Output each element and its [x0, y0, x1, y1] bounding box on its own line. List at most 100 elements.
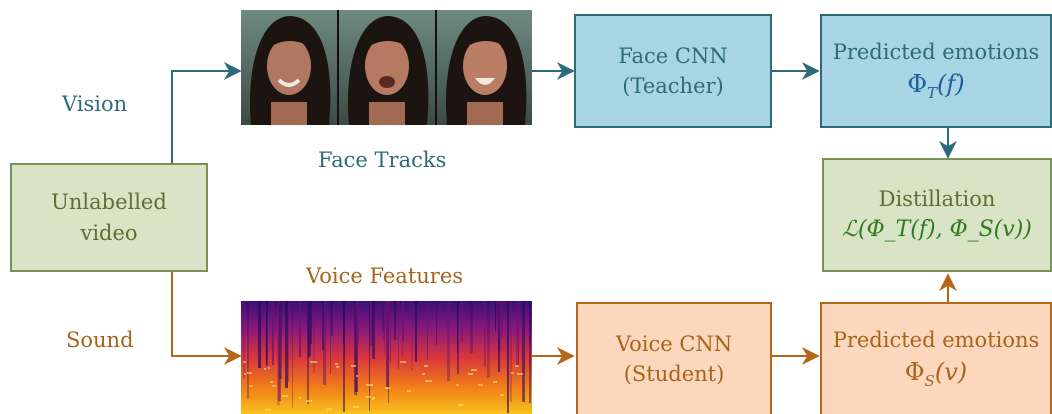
spectrogram-speckle	[335, 363, 338, 365]
spectrogram-striation	[529, 301, 531, 343]
spectrogram-striation	[356, 301, 359, 345]
spectrogram-striation	[415, 301, 417, 362]
spectrogram-striation	[258, 301, 261, 368]
spectrogram-speckle	[327, 408, 332, 410]
phi-symbol: Φ	[904, 358, 925, 387]
spectrogram-striation	[308, 301, 311, 356]
spectrogram-speckle	[515, 365, 519, 367]
spectrogram-speckle	[264, 368, 266, 370]
spectrogram-striation	[461, 301, 463, 342]
vision-arrow	[171, 62, 242, 163]
spectrogram-striation	[370, 301, 373, 346]
spectrogram-striation	[279, 301, 282, 379]
spectrogram-speckle	[407, 390, 411, 392]
spectrogram-striation	[322, 301, 324, 350]
spectrogram-striation	[285, 301, 288, 388]
spectrogram-speckle	[356, 375, 358, 377]
spectrogram-speckle	[500, 394, 504, 396]
spectrogram-striation	[498, 301, 500, 372]
student-prediction-formula: ΦS(v)	[905, 355, 967, 393]
teacher-line2: (Teacher)	[622, 74, 724, 98]
sound-arrow	[171, 272, 242, 365]
spectrogram-striation	[372, 301, 375, 359]
input-line1: Unlabelled	[51, 190, 167, 215]
spectrogram-speckle	[272, 385, 276, 387]
spectrogram-striation	[278, 301, 281, 401]
face-track-frames-icon	[241, 10, 532, 125]
spectrogram-striation	[272, 301, 274, 365]
spectrogram-striation	[457, 301, 458, 353]
student-prediction-box: Predicted emotions ΦS(v)	[820, 302, 1052, 414]
input-line2: video	[80, 220, 138, 245]
student-line2: (Student)	[623, 362, 725, 386]
teacher-prediction-formula: ΦT(f)	[907, 67, 964, 105]
phi-symbol: Φ	[907, 70, 928, 99]
spectrogram-striation	[501, 301, 503, 338]
spectrogram-speckle	[243, 361, 246, 363]
phi-subscript: S	[924, 372, 935, 391]
spectrogram-striation	[307, 301, 309, 404]
spectrogram-speckle	[336, 366, 339, 368]
spectrogram-striation	[394, 301, 396, 340]
spectrogram-speckle	[282, 395, 288, 397]
vision-label: Vision	[62, 92, 128, 116]
voice-cnn-student-box: Voice CNN (Student)	[576, 302, 772, 414]
spectrogram-striation	[243, 301, 245, 379]
phi-subscript: T	[927, 84, 938, 103]
spectrogram-striation	[247, 301, 249, 399]
face-cnn-teacher-box: Face CNN (Teacher)	[574, 14, 772, 128]
spectrogram-striation	[522, 301, 525, 402]
spectrogram-striation	[267, 301, 268, 365]
spectrogram-striation	[383, 301, 385, 340]
spectrogram-striation	[271, 301, 273, 349]
spectrogram-striation	[384, 301, 385, 354]
spectrogram-speckle	[471, 369, 477, 371]
spectrogram-speckle	[517, 373, 523, 375]
teacher-line1: Face CNN	[618, 43, 728, 68]
spectrogram-striation	[470, 301, 473, 353]
voice-features-caption: Voice Features	[306, 264, 464, 288]
spectrogram-speckle	[299, 397, 301, 399]
spectrogram-speckle	[511, 372, 514, 374]
spectrogram-speckle	[353, 406, 359, 408]
spectrogram-speckle	[400, 361, 406, 363]
spectrogram-striation	[495, 301, 496, 331]
teacher-prediction-label: Predicted emotions	[832, 40, 1040, 64]
spectrogram-striation	[457, 301, 459, 374]
spectrogram-striation	[299, 301, 301, 357]
phi-argument: (f)	[937, 70, 965, 99]
spectrogram-striation	[487, 301, 490, 378]
spectrogram-speckle	[372, 397, 375, 399]
spectrogram-speckle	[268, 367, 270, 369]
spectrogram-striation	[516, 301, 519, 365]
spectrogram-speckle	[249, 385, 253, 387]
phi-argument: (v)	[934, 358, 968, 387]
spectrogram-speckle	[422, 373, 425, 375]
spectrogram-speckle	[244, 373, 246, 375]
student-line1: Voice CNN	[615, 331, 733, 356]
spectrogram-striation	[369, 301, 370, 411]
spectrogram-speckle	[265, 409, 271, 411]
distillation-formula: ℒ(Φ_T(f), Φ_S(v))	[842, 217, 1032, 243]
voice-spectrogram-icon	[241, 301, 532, 414]
student-prediction-label: Predicted emotions	[832, 328, 1040, 352]
distillation-label: Distillation	[878, 186, 996, 211]
spectrogram-speckle	[458, 404, 463, 406]
face-tracks-image	[241, 10, 532, 125]
spectrogram-striation	[518, 301, 519, 367]
spectrogram-striation	[497, 301, 500, 335]
spectrogram-striation	[484, 301, 486, 367]
spectrogram-speckle	[270, 381, 273, 383]
spectrogram-striation	[323, 301, 326, 385]
spectrogram-speckle	[326, 410, 328, 412]
spectrogram-striation	[288, 301, 289, 382]
spectrogram-striation	[398, 301, 399, 369]
spectrogram-striation	[427, 301, 428, 360]
spectrogram-striation	[382, 301, 384, 331]
spectrogram-speckle	[468, 373, 473, 375]
spectrogram-striation	[355, 301, 358, 392]
spectrogram-striation	[343, 301, 345, 412]
unlabelled-video-box: Unlabelled video	[10, 163, 208, 272]
